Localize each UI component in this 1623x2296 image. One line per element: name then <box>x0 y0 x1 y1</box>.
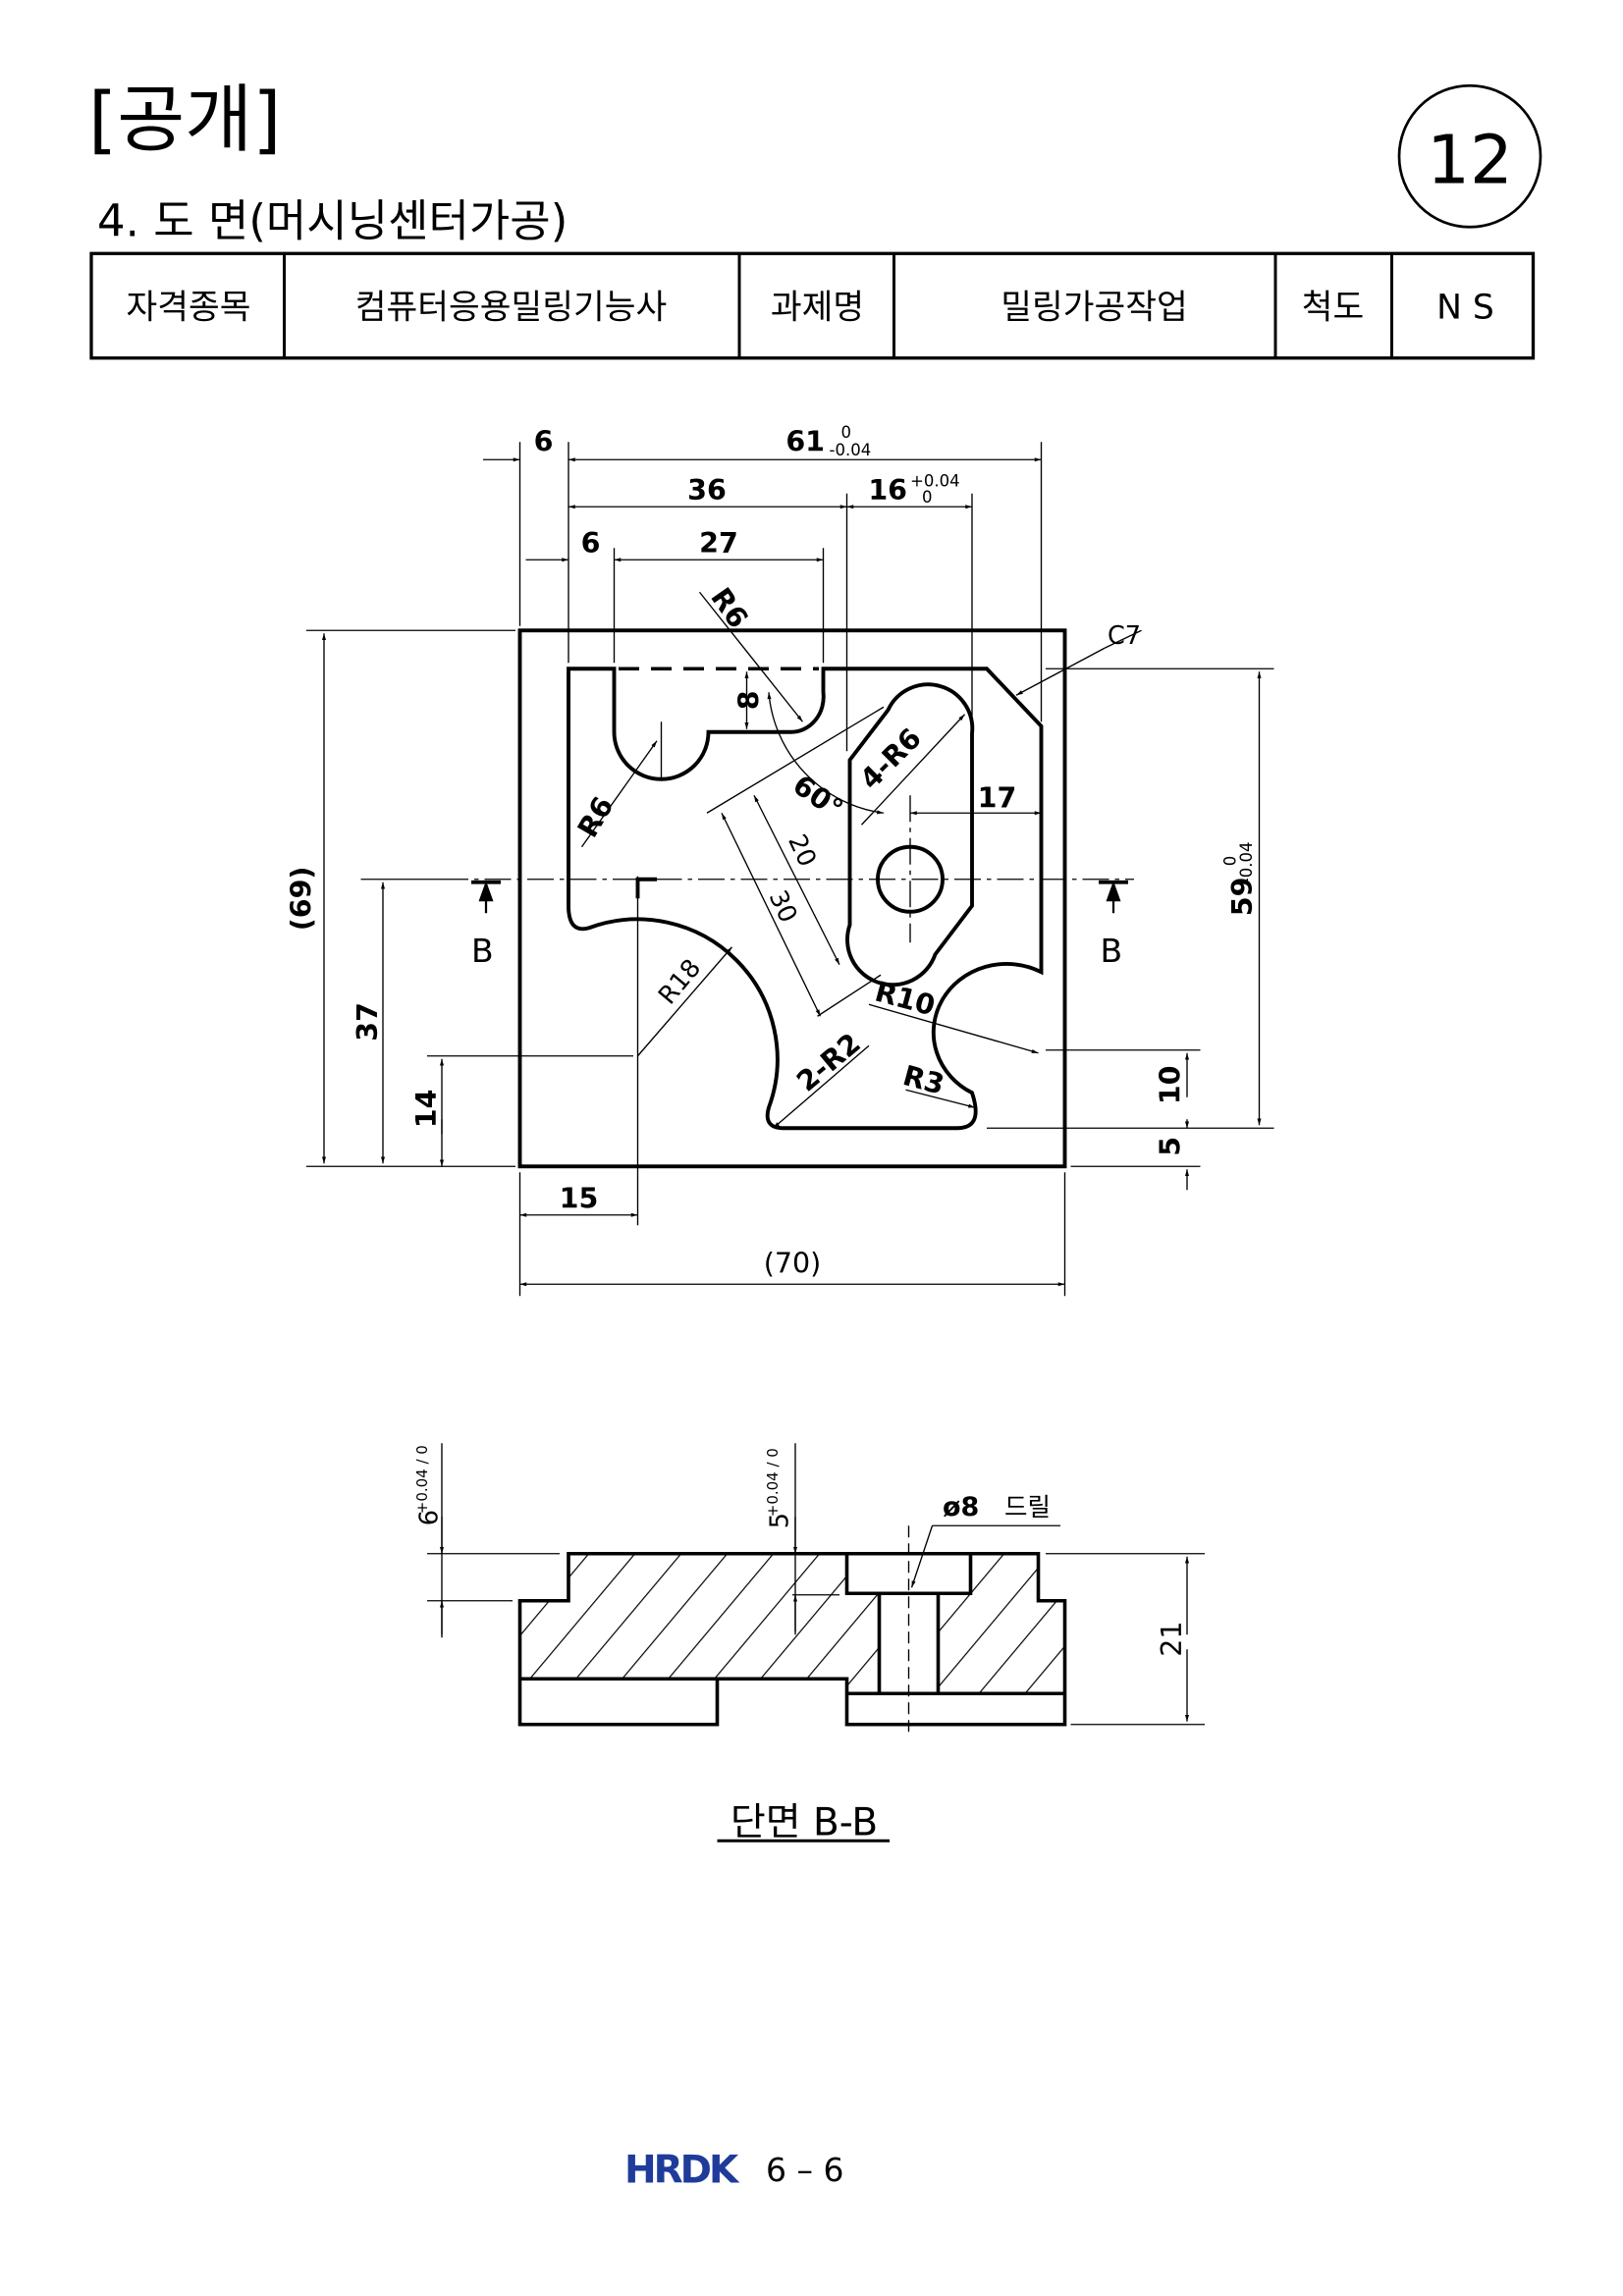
dim-5: 5 <box>1155 1137 1187 1156</box>
dim-17: 17 <box>978 781 1017 814</box>
dim-15: 15 <box>560 1182 599 1214</box>
dim-37: 37 <box>352 1002 384 1041</box>
section-caption: 단면 B-B <box>730 1800 878 1844</box>
tol-16-lower: 0 <box>922 488 933 507</box>
info-table: 자격종목 컴퓨터응용밀링기능사 과제명 밀링가공작업 척도 N S <box>89 251 1536 360</box>
label-scale: 척도 <box>1302 288 1364 327</box>
qualification: 컴퓨터응용밀링기능사 <box>355 288 667 327</box>
dim-36: 36 <box>687 474 727 507</box>
section-mark-right: B <box>1101 932 1123 970</box>
tol-16-upper: +0.04 <box>910 471 960 490</box>
drill-diameter: ø8 <box>943 1492 979 1522</box>
public-tag: [공개] <box>88 76 282 162</box>
section-view: 6 +0.04 / 0 5 +0.04 / 0 ø8 드릴 21 단면 B-B <box>413 1443 1205 1844</box>
dim-16: 16 <box>868 474 907 507</box>
page-number: 12 <box>1427 121 1513 199</box>
stock-outline <box>517 628 1067 1169</box>
scale: N S <box>1436 288 1494 327</box>
section-title: 4. 도 면(머시닝센터가공) <box>97 194 568 246</box>
r18: R18 <box>653 954 707 1011</box>
sec-dim-6: 6 <box>415 1510 445 1525</box>
dim-6-inner: 6 <box>581 527 601 560</box>
dim-27: 27 <box>699 527 738 560</box>
dim-20: 20 <box>782 830 822 872</box>
hrdk-logo: HRDK <box>624 2148 740 2192</box>
tol-59-upper: 0 <box>1221 856 1240 867</box>
label-task: 과제명 <box>771 288 864 327</box>
tol-59-lower: -0.04 <box>1237 842 1256 884</box>
dim-69: (69) <box>286 867 318 932</box>
obround-pocket <box>845 682 975 988</box>
sec-dim-5: 5 <box>766 1513 795 1528</box>
footer-page: 6 – 6 <box>766 2151 843 2189</box>
tol-61-upper: 0 <box>841 423 852 442</box>
dim-10: 10 <box>1155 1066 1187 1105</box>
r10: R10 <box>872 976 939 1023</box>
drill-label: 드릴 <box>1004 1493 1051 1522</box>
c7: C7 <box>1108 621 1141 651</box>
dim-61: 61 <box>785 425 825 457</box>
r6-left: R6 <box>571 791 620 843</box>
dim-70: (70) <box>764 1247 822 1279</box>
task: 밀링가공작업 <box>1001 288 1187 327</box>
r6-4: 4-R6 <box>854 721 928 795</box>
dim-14: 14 <box>410 1090 443 1129</box>
section-mark-left: B <box>471 932 494 970</box>
dim-59: 59 <box>1226 878 1259 917</box>
r2: 2-R2 <box>790 1027 866 1097</box>
page-number-circle <box>1397 83 1542 229</box>
label-qualification: 자격종목 <box>127 288 251 327</box>
r6-top: R6 <box>704 582 754 634</box>
angle-60: 60° <box>786 769 848 826</box>
sec-tol-6: +0.04 / 0 <box>413 1445 431 1514</box>
pocket-outline <box>567 667 1044 1131</box>
dim-6-top: 6 <box>534 425 554 457</box>
tol-61-lower: -0.04 <box>830 441 872 459</box>
sec-dim-21: 21 <box>1156 1621 1188 1656</box>
dim-30: 30 <box>763 886 803 928</box>
dim-8: 8 <box>733 690 766 710</box>
plan-view: 6 61 36 16 6 27 17 15 (70) R6 8 R6 60° 4… <box>286 423 1274 1297</box>
sec-tol-5: +0.04 / 0 <box>764 1448 782 1517</box>
